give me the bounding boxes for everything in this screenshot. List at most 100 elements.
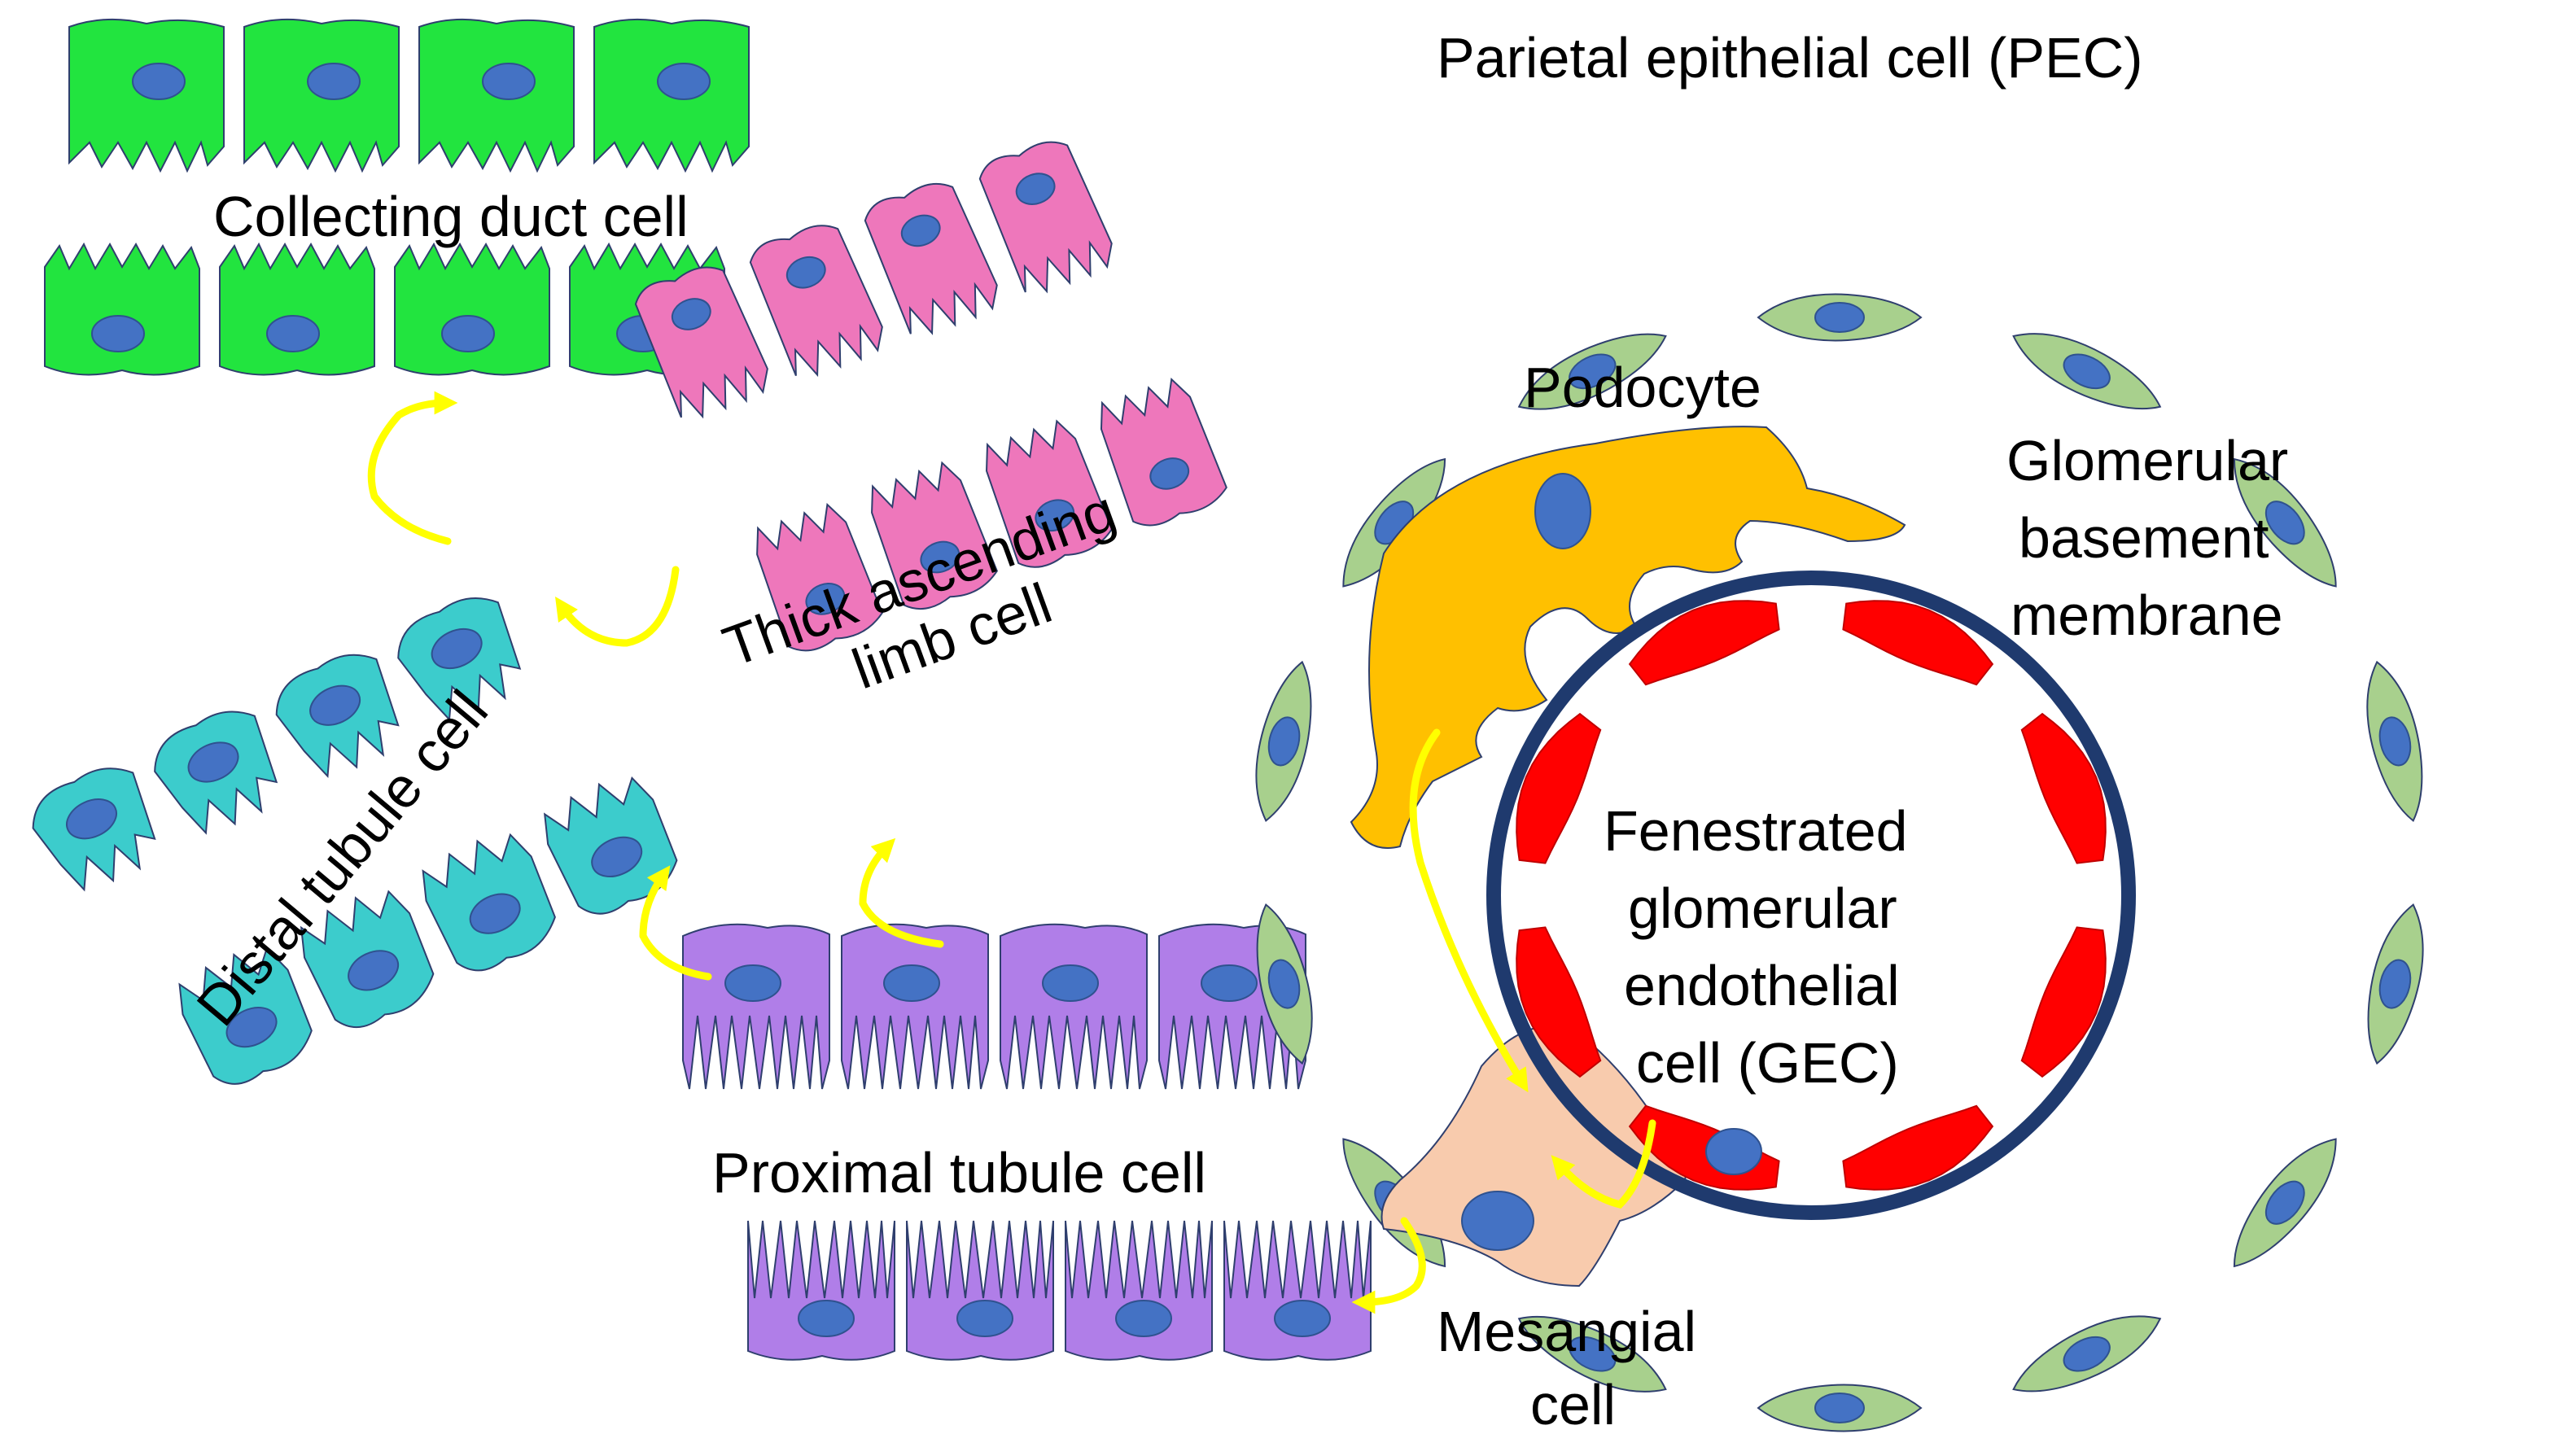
differentiation-arrows [367, 391, 1656, 1314]
proximal-tubule-cell-nucleus [883, 964, 940, 1002]
parietal-epithelial-cell [2353, 656, 2437, 827]
thick-ascending-limb-cell [975, 413, 1117, 575]
parietal-epithelial-cell-nucleus [1267, 959, 1301, 1009]
distal-tubule-cell [168, 935, 325, 1096]
distal-tubule-cell [264, 641, 415, 789]
parietal-epithelial-cell-nucleus [2264, 1180, 2305, 1225]
collecting-duct-cell [44, 243, 200, 376]
gbm-label-line2: basement [2019, 506, 2269, 570]
collecting-duct-cell-nucleus [266, 315, 320, 352]
proximal-tubule-cell-nucleus [1274, 1300, 1331, 1337]
distal-tubule-cell [142, 698, 294, 846]
thick-ascending-limb-cell [1090, 372, 1232, 534]
parietal-epithelial-cell [1757, 293, 1922, 342]
mesangial-nucleus [1461, 1191, 1534, 1251]
parietal-epithelial-cell-nucleus [2264, 501, 2305, 545]
collecting-duct-cell [219, 243, 375, 376]
proximal-tubule-cell-nucleus [1115, 1300, 1172, 1337]
proximal-tubule-cell [1000, 923, 1148, 1090]
proximal-tubule-cell-nucleus [1201, 964, 1258, 1002]
thick-ascending-limb-cells [630, 130, 1232, 659]
collecting-duct-cell [243, 18, 400, 172]
collecting-duct-cell-nucleus [657, 63, 711, 100]
arrow-mesangial-to-proximal [1351, 1217, 1426, 1314]
collecting-duct-cell [68, 18, 225, 172]
parietal-epithelial-cell [1242, 656, 1326, 827]
thick-ascending-limb-cell-nucleus [900, 214, 941, 247]
proximal-tubule-cell [1158, 923, 1306, 1090]
thick-ascending-limb-cell [630, 256, 777, 426]
parietal-epithelial-cell-nucleus [1267, 716, 1301, 767]
parietal-epithelial-cell [2215, 444, 2355, 602]
distal-tubule-cell-nucleus [431, 627, 483, 670]
proximal-tubule-cell-body [747, 1220, 895, 1361]
mesangial-label-line1: Mesangial [1437, 1300, 1696, 1363]
glomerular-endothelial-cell [2020, 712, 2107, 864]
proximal-tubule-cell [841, 923, 989, 1090]
podocyte-label: Podocyte [1524, 356, 1761, 419]
glomerular-endothelial-cell [1628, 600, 1780, 686]
labels: Parietal epithelial cell (PEC) Collectin… [185, 26, 2288, 1436]
podocyte-cell [1350, 426, 1906, 849]
proximal-tubule-cell [1223, 1220, 1372, 1361]
distal-tubule-cell-nucleus [469, 893, 521, 934]
arrow-distal-to-collecting [367, 391, 458, 545]
glomerular-endothelial-cell [2020, 926, 2107, 1078]
distal-tubule-cell-nucleus [66, 798, 117, 840]
glomerular-endothelial-cell [1842, 600, 1994, 686]
glomerular-endothelial-cell [1842, 1104, 1994, 1191]
proximal-tubule-label: Proximal tubule cell [712, 1141, 1206, 1205]
gec-label-line3: endothelial [1624, 954, 1900, 1017]
collecting-duct-cell [394, 243, 550, 376]
distal-tubule-cell [290, 879, 447, 1039]
proximal-tubule-cell-body [1065, 1220, 1213, 1361]
gec-label-line1: Fenestrated [1604, 799, 1908, 863]
parietal-epithelial-cell-nucleus [1814, 302, 1865, 333]
proximal-tubule-cells [682, 923, 1372, 1361]
parietal-epithelial-cell [1507, 314, 1677, 429]
thick-ascending-limb-cell-nucleus [671, 298, 711, 330]
thick-ascending-limb-cell [860, 173, 1006, 343]
thick-ascending-limb-cell-body [745, 214, 891, 384]
collecting-duct-cell-nucleus [132, 63, 186, 100]
thick-ascending-limb-cell [860, 455, 1002, 617]
arrow-proximal-to-tal [859, 837, 944, 948]
parietal-epithelial-cell [2215, 1123, 2355, 1282]
thick-ascending-limb-cell-body [974, 130, 1121, 301]
gbm-label-line1: Glomerular [2006, 429, 2288, 492]
distal-tubule-cell-nucleus [225, 1007, 278, 1048]
mesangial-label-line2: cell [1530, 1373, 1616, 1436]
thick-ascending-limb-cell-nucleus [805, 583, 846, 615]
distal-tubule-cell [386, 584, 537, 733]
glomerular-endothelial-cell [1516, 712, 1602, 864]
glomerular-endothelial-cells [1516, 600, 2107, 1191]
arrow-proximal-to-distal [639, 865, 712, 981]
distal-tubule-cell-nucleus [187, 741, 239, 783]
parietal-epithelial-cell-nucleus [2063, 1336, 2111, 1372]
proximal-tubule-cell [906, 1220, 1054, 1361]
parietal-epithelial-cell-nucleus [2378, 716, 2412, 767]
parietal-epithelial-cell-nucleus [2378, 959, 2412, 1009]
proximal-tubule-cell [1065, 1220, 1213, 1361]
proximal-tubule-cell-body [1223, 1220, 1372, 1361]
thick-ascending-limb-cell-nucleus [1149, 457, 1190, 490]
collecting-duct-cell-nucleus [482, 63, 536, 100]
distal-tubule-cell-nucleus [309, 684, 361, 726]
parietal-epithelial-cell [1242, 899, 1326, 1069]
parietal-epithelial-cell-nucleus [2063, 353, 2111, 390]
gec-label-line2: glomerular [1628, 877, 1897, 940]
gec-label-line4: cell (GEC) [1636, 1031, 1899, 1095]
distal-tubule-cell [20, 755, 172, 903]
proximal-tubule-cell-body [682, 923, 830, 1090]
collecting-duct-cell [593, 18, 750, 172]
parietal-epithelial-cell-nucleus [1569, 353, 1617, 390]
distal-tubule-cell [411, 822, 568, 983]
parietal-epithelial-cell [2002, 1296, 2172, 1411]
collecting-duct-cell-body [44, 243, 200, 376]
proximal-tubule-cell-body [1000, 923, 1148, 1090]
collecting-duct-cell-nucleus [91, 315, 145, 352]
arrow-tal-to-distal [555, 566, 680, 647]
parietal-epithelial-cell [1757, 1384, 1922, 1432]
